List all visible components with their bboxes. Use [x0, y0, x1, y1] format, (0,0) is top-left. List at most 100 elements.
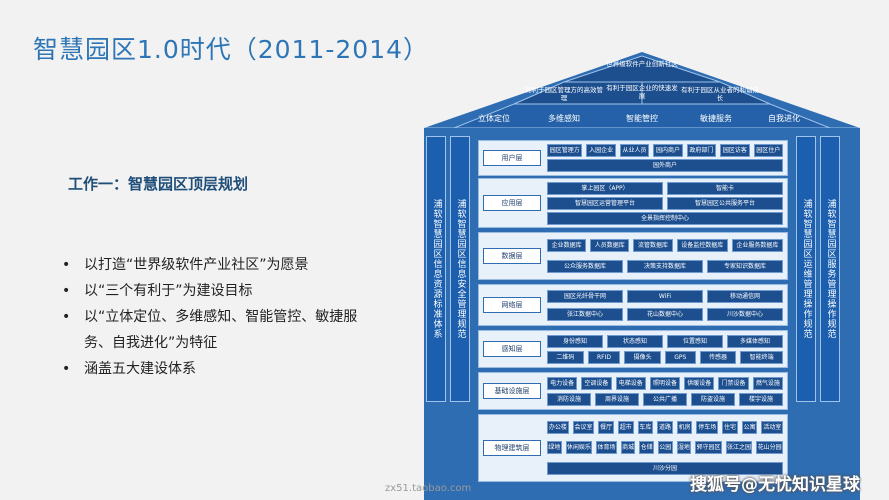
layer-cell: 道路	[657, 420, 673, 434]
layer-cell: 会议室	[572, 420, 595, 434]
layer-cell: 供暖设备	[684, 376, 715, 390]
roof-mid-text: 有利于园区企业的快速发展	[606, 84, 678, 100]
layer-cell: 园区访客	[720, 144, 750, 157]
layer-cell: 消防设施	[547, 392, 591, 406]
layer-cell: 掌上园区（APP）	[547, 182, 663, 195]
layer-cell: 电梯设备	[615, 376, 646, 390]
slide-subtitle: 工作一：智慧园区顶层规划	[68, 175, 249, 193]
layer-cell: 二维码	[547, 350, 584, 364]
layer-user: 用户层 园区管理方 入园企业 从业人员 园内商户 政府部门 园区访客 园区住户 …	[478, 140, 788, 176]
layer-cell: 从业人员	[619, 144, 650, 157]
layer-cell: 园区光纤骨干网	[547, 289, 623, 303]
layer-label: 数据层	[483, 248, 541, 264]
layer-cell: 花山分园	[756, 441, 783, 455]
layer-cell: 政府部门	[686, 144, 717, 157]
layer-cell: 决策支持数据库	[627, 260, 703, 273]
layer-cell: 仓储	[639, 441, 654, 455]
layer-cell: 餐厅	[598, 420, 614, 434]
bullet-item: •以打造“世界级软件产业社区”为愿景	[60, 252, 390, 278]
layer-cell: 智慧园区运营管理平台	[547, 197, 663, 210]
layer-cell: 照明设备	[649, 376, 681, 390]
slide-title: 智慧园区1.0时代（2011-2014）	[33, 35, 430, 64]
layer-cell: 设备监控数据库	[676, 239, 728, 252]
layer-cell: 防盗设施	[691, 392, 735, 406]
feature-label: 敏捷服务	[700, 114, 732, 123]
layer-cell: 机房	[676, 420, 693, 434]
layer-label: 物理建筑层	[483, 440, 541, 456]
roof-right-text: 有利于园区从业者的和谐成长	[681, 86, 759, 102]
layer-cell: 湿地	[676, 441, 692, 455]
pillar-service: 浦软智慧园区服务管理操作规范	[820, 136, 840, 402]
layer-cell: 周界设施	[595, 392, 639, 406]
layer-cell: 身份感知	[547, 334, 603, 348]
feature-label: 多维感知	[548, 114, 580, 123]
layer-cell: 燃气设施	[752, 376, 783, 390]
layer-cell: 电力设备	[547, 376, 578, 390]
layer-cell: 商城	[620, 441, 636, 455]
layer-cell: 门禁设备	[718, 376, 749, 390]
bullet-mark: •	[62, 257, 71, 273]
bullet-mark: •	[62, 283, 71, 299]
layer-cell: 张江数据中心	[547, 307, 623, 321]
layer-label: 基础设施层	[483, 383, 541, 399]
layer-cell: 办公楼	[547, 420, 569, 434]
bullet-mark: •	[62, 361, 71, 377]
layer-cell: 园区管理方	[547, 144, 583, 157]
roof-left-text: 有利于园区管理方的高效管理	[525, 86, 603, 102]
layer-cell: 空调设备	[581, 376, 612, 390]
layer-cell: 园外商户	[547, 159, 783, 172]
bullet-mark: •	[62, 309, 71, 325]
layer-cell: 公寓	[741, 420, 758, 434]
pillar-standards: 浦软智慧园区信息资源标准体系	[426, 136, 446, 402]
layer-cell: 移动通信网	[707, 289, 783, 303]
feature-label: 自我进化	[768, 114, 800, 123]
layer-cell: 车库	[637, 420, 654, 434]
layer-cell: 人员数据库	[590, 239, 630, 252]
layer-cell: 智能终端	[740, 350, 783, 364]
layer-cell: 郭守园区	[695, 441, 722, 455]
roof-graphic	[424, 52, 860, 129]
layer-label: 感知层	[483, 341, 541, 357]
layer-network: 网络层 园区光纤骨干网 WiFi 移动通信网 张江数据中心 花山数据中心 川沙数…	[478, 284, 788, 326]
layer-infrastructure: 基础设施层 电力设备 空调设备 电梯设备 照明设备 供暖设备 门禁设备 燃气设施…	[478, 372, 788, 410]
layer-cell: 川沙分园	[547, 462, 783, 476]
layer-cell: 体育场	[596, 441, 617, 455]
layer-cell: 公共广播	[643, 392, 687, 406]
layer-cell: 智慧园区公共服务平台	[667, 197, 783, 210]
layer-cell: 入园企业	[586, 144, 616, 157]
bullet-item: •以“立体定位、多维感知、智能管控、敏捷服	[60, 304, 390, 330]
layer-cell: 企业数据库	[547, 239, 587, 252]
layer-label: 用户层	[483, 150, 541, 166]
feature-label: 立体定位	[478, 114, 510, 123]
feature-label: 智能管控	[626, 114, 658, 123]
layer-cell: 住宅	[722, 420, 738, 434]
pillar-operations: 浦软智慧园区运维管理操作规范	[796, 136, 816, 402]
layer-cell: 花山数据中心	[627, 307, 703, 321]
layer-cell: 张江之园	[725, 441, 753, 455]
watermark-url: zx51.taobao.com	[385, 483, 472, 494]
layer-cell: 摄像头	[624, 350, 661, 364]
layer-application: 应用层 掌上园区（APP） 智能卡 智慧园区运营管理平台 智慧园区公共服务平台 …	[478, 178, 788, 228]
layer-cell: 川沙数据中心	[707, 307, 783, 321]
layer-label: 网络层	[483, 297, 541, 313]
roof-top-text: 世界级软件产业创新社区	[606, 60, 678, 68]
layer-cell: 智能卡	[667, 182, 783, 195]
layer-cell: 公众服务数据库	[547, 260, 623, 273]
layer-cell: 园内商户	[653, 144, 683, 157]
layer-data: 数据层 企业数据库 人员数据库 流管数据库 设备监控数据库 企业服务数据库 公众…	[478, 232, 788, 280]
bullet-item-continued: 务、自我进化”为特征	[84, 335, 218, 351]
layer-cell: 企业服务数据库	[731, 239, 784, 252]
layer-cell: 停车场	[696, 420, 719, 434]
layer-cell: 园区住户	[753, 144, 783, 157]
layer-physical-building: 物理建筑层 办公楼 会议室 餐厅 超市 车库 道路 机房 停车场 住宅 公寓 活…	[478, 414, 788, 482]
layer-cell: 绿地	[547, 441, 562, 455]
layer-cell: 多媒体感知	[727, 334, 783, 348]
bullet-item: •以“三个有利于”为建设目标	[60, 278, 390, 304]
bullet-list: •以打造“世界级软件产业社区”为愿景 •以“三个有利于”为建设目标 •以“立体定…	[60, 252, 390, 382]
layer-cell: 超市	[617, 420, 634, 434]
layer-cell: GPS	[664, 350, 696, 364]
layer-perception: 感知层 身份感知 状态感知 位置感知 多媒体感知 二维码 RFID 摄像头 GP…	[478, 330, 788, 368]
layer-cell: 休闲娱乐	[565, 441, 593, 455]
layer-cell: 楼宇设施	[739, 392, 783, 406]
layer-cell: 状态感知	[607, 334, 663, 348]
